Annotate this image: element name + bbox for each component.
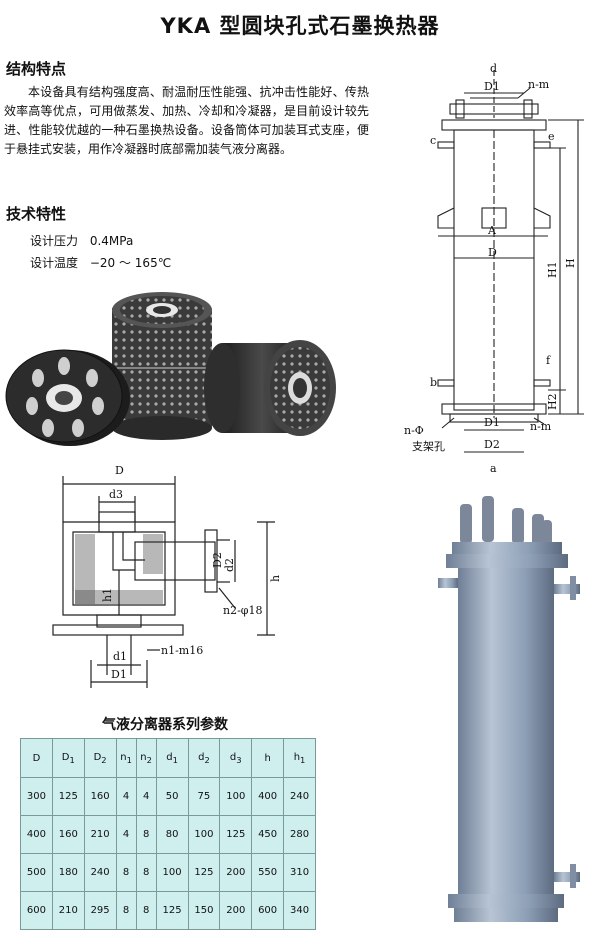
table-cell: 240 (83, 853, 117, 892)
table-cell: 200 (219, 853, 253, 892)
table-cell: 310 (283, 853, 316, 892)
table-header-cell: h (251, 738, 285, 778)
table-cell: 8 (135, 853, 157, 892)
exchanger-photo (438, 496, 580, 922)
table-cell: 100 (219, 777, 253, 816)
ex-label-H2: H2 (546, 393, 559, 410)
spec-temp-label: 设计温度 (30, 256, 79, 270)
table-header-cell: h1 (283, 738, 316, 778)
table-cell: 125 (219, 815, 253, 854)
sep-label-d1: d1 (113, 650, 127, 663)
table-cell: 550 (251, 853, 285, 892)
spec-pressure-label: 设计压力 (30, 234, 79, 248)
ex-label-e: e (548, 130, 555, 143)
table-cell: 180 (51, 853, 85, 892)
sep-label-D1: D1 (111, 668, 127, 681)
table-title: 气液分离器系列参数 (102, 717, 228, 733)
graphite-blocks-photo (5, 292, 336, 446)
table-cell: 125 (155, 891, 189, 930)
sep-label-D2: D2 (211, 552, 224, 568)
ex-label-c: c (430, 134, 436, 147)
ex-label-b: b (430, 376, 437, 389)
table-cell: 8 (135, 815, 157, 854)
table-cell: 75 (187, 777, 221, 816)
ex-label-D1-top: D1 (484, 80, 500, 93)
table-cell: 80 (155, 815, 189, 854)
features-paragraph: 本设备具有结构强度高、耐温耐压性能强、抗冲击性能好、传热效率高等优点，可用做蒸发… (4, 85, 369, 156)
sep-label-n1: n1-m16 (161, 644, 203, 657)
table-cell: 125 (51, 777, 85, 816)
table-cell: 160 (51, 815, 85, 854)
sep-label-D: D (115, 464, 124, 477)
table-cell: 450 (251, 815, 285, 854)
sep-label-d2: d2 (223, 558, 236, 572)
ex-label-support-hole: 支架孔 (412, 440, 445, 453)
features-heading: 结构特点 (6, 60, 67, 78)
table-cell: 50 (155, 777, 189, 816)
ex-label-nm-top: n-m (528, 78, 550, 91)
ex-label-D2: D2 (484, 438, 500, 451)
spec-pressure-value: 0.4MPa (89, 234, 134, 248)
ex-label-D1-bottom: D1 (484, 416, 500, 429)
sep-label-d3: d3 (109, 488, 123, 501)
table-header-cell: D (20, 738, 53, 778)
sep-label-h1: h1 (101, 588, 114, 602)
exchanger-drawing: d D1 n-m c e A D H1 H f b H2 n-Φ 支架孔 D1 … (404, 62, 584, 475)
table-header-cell: D2 (83, 738, 117, 778)
ex-label-d: d (490, 62, 497, 75)
table-cell: 600 (20, 891, 53, 930)
table-header-cell: D1 (51, 738, 85, 778)
table-cell: 4 (115, 777, 137, 816)
table-cell: 400 (20, 815, 53, 854)
spec-temperature: 设计温度 −20 ～ 165℃ (30, 254, 171, 271)
specs-heading: 技术特性 (6, 205, 67, 223)
table-cell: 200 (219, 891, 253, 930)
table-cell: 4 (135, 777, 157, 816)
ex-label-a: a (490, 462, 497, 475)
ex-label-H: H (564, 258, 577, 268)
ex-label-f: f (546, 354, 551, 367)
spec-temp-value: −20 ～ 165℃ (89, 256, 172, 270)
table-cell: 150 (187, 891, 221, 930)
table-cell: 400 (251, 777, 285, 816)
table-cell: 210 (51, 891, 85, 930)
table-header-cell: n2 (135, 738, 157, 778)
table-header-cell: d3 (219, 738, 253, 778)
ex-label-A: A (487, 224, 497, 237)
table-header-cell: d1 (155, 738, 189, 778)
table-cell: 300 (20, 777, 53, 816)
sep-label-h: h (269, 575, 282, 582)
table-header-cell: n1 (115, 738, 137, 778)
ex-label-H1: H1 (546, 261, 559, 278)
spec-pressure: 设计压力 0.4MPa (30, 232, 133, 249)
table-cell: 100 (155, 853, 189, 892)
ex-label-nm-bottom: n-m (530, 420, 552, 433)
table-cell: 125 (187, 853, 221, 892)
table-cell: 500 (20, 853, 53, 892)
table-cell: 295 (83, 891, 117, 930)
ex-label-n-phi: n-Φ (404, 424, 424, 437)
page-title: YKA 型圆块孔式石墨换热器 (160, 14, 440, 38)
table-cell: 4 (115, 815, 137, 854)
table-cell: 240 (283, 777, 316, 816)
table-header-cell: d2 (187, 738, 221, 778)
table-cell: 340 (283, 891, 316, 930)
table-cell: 8 (135, 891, 157, 930)
table-cell: 280 (283, 815, 316, 854)
table-cell: 8 (115, 853, 137, 892)
table-cell: 210 (83, 815, 117, 854)
table-cell: 160 (83, 777, 117, 816)
sep-label-n2: n2-φ18 (223, 604, 263, 617)
table-cell: 100 (187, 815, 221, 854)
table-cell: 8 (115, 891, 137, 930)
ex-label-D: D (488, 246, 497, 259)
table-cell: 600 (251, 891, 285, 930)
separator-drawing: D d3 D2 d2 h h1 n2-φ18 d1 n1-m16 D1 (52, 464, 282, 688)
